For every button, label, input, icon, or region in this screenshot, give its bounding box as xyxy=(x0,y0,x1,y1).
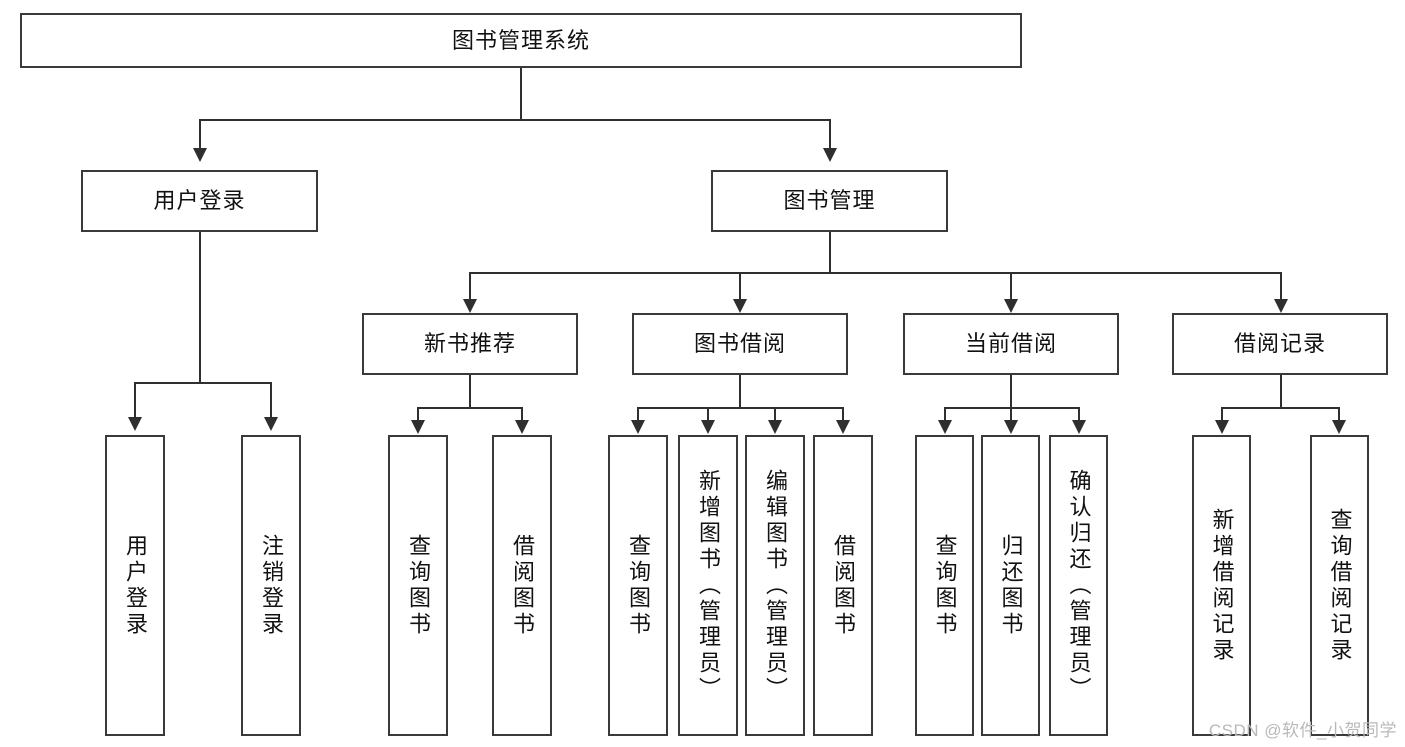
node-leaf-query-book-3[interactable]: 查询图书 xyxy=(915,435,974,736)
connector-bb-drop-2 xyxy=(707,407,709,421)
node-leaf-query-book-2[interactable]: 查询图书 xyxy=(608,435,668,736)
connector-bm-drop-3 xyxy=(1010,272,1012,300)
arrowhead-leaf-confirm-return xyxy=(1072,420,1086,434)
connector-cb-drop-2 xyxy=(1010,407,1012,421)
connector-nbr-drop-1 xyxy=(417,407,419,421)
node-leaf-user-login[interactable]: 用户登录 xyxy=(105,435,165,736)
arrowhead-leaf-borrow-book-1 xyxy=(515,420,529,434)
node-leaf-query-record[interactable]: 查询借阅记录 xyxy=(1310,435,1369,736)
connector-bm-drop-2 xyxy=(739,272,741,300)
node-leaf-user-login-label: 用户登录 xyxy=(122,533,148,638)
node-book-manage[interactable]: 图书管理 xyxy=(711,170,948,232)
node-new-book-rec[interactable]: 新书推荐 xyxy=(362,313,578,375)
connector-bb-drop-1 xyxy=(637,407,639,421)
connector-root-bar xyxy=(199,119,831,121)
connector-nbr-stem xyxy=(469,375,471,408)
connector-to-book-manage xyxy=(829,119,831,149)
node-leaf-confirm-return[interactable]: 确认归还（管理员） xyxy=(1049,435,1108,736)
node-leaf-user-logout[interactable]: 注销登录 xyxy=(241,435,301,736)
connector-cb-drop-1 xyxy=(944,407,946,421)
node-leaf-return-book[interactable]: 归还图书 xyxy=(981,435,1040,736)
node-book-borrow-label: 图书借阅 xyxy=(693,331,786,357)
node-leaf-add-book-label: 新增图书（管理员） xyxy=(695,468,721,703)
node-leaf-add-book[interactable]: 新增图书（管理员） xyxy=(678,435,738,736)
arrowhead-leaf-user-login xyxy=(128,417,142,431)
node-leaf-edit-book[interactable]: 编辑图书（管理员） xyxy=(745,435,805,736)
connector-user-login-stem xyxy=(199,232,201,383)
node-leaf-add-record-label: 新增借阅记录 xyxy=(1209,507,1235,664)
node-borrow-record-label: 借阅记录 xyxy=(1233,331,1326,357)
node-leaf-borrow-book-2-label: 借阅图书 xyxy=(830,533,856,638)
arrowhead-leaf-query-book-2 xyxy=(631,420,645,434)
connector-bb-drop-3 xyxy=(774,407,776,421)
connector-root-stem xyxy=(520,68,522,120)
node-leaf-return-book-label: 归还图书 xyxy=(998,533,1024,638)
connector-nbr-bar xyxy=(417,407,522,409)
node-leaf-query-book-1-label: 查询图书 xyxy=(405,533,431,638)
connector-book-manage-stem xyxy=(829,232,831,273)
node-leaf-borrow-book-2[interactable]: 借阅图书 xyxy=(813,435,873,736)
connector-nbr-drop-2 xyxy=(521,407,523,421)
arrowhead-book-manage xyxy=(823,148,837,162)
node-new-book-rec-label: 新书推荐 xyxy=(423,331,516,357)
arrowhead-new-book-rec xyxy=(463,299,477,313)
node-leaf-query-book-3-label: 查询图书 xyxy=(932,533,958,638)
connector-bb-stem xyxy=(739,375,741,408)
arrowhead-current-borrow xyxy=(1004,299,1018,313)
node-current-borrow-label: 当前借阅 xyxy=(964,331,1057,357)
arrowhead-leaf-add-book xyxy=(701,420,715,434)
connector-bm-drop-1 xyxy=(469,272,471,300)
node-root[interactable]: 图书管理系统 xyxy=(20,13,1022,68)
connector-br-bar xyxy=(1221,407,1339,409)
arrowhead-leaf-query-book-1 xyxy=(411,420,425,434)
node-leaf-query-book-2-label: 查询图书 xyxy=(625,533,651,638)
arrowhead-leaf-borrow-book-2 xyxy=(836,420,850,434)
connector-bb-bar xyxy=(637,407,843,409)
connector-user-login-drop-1 xyxy=(134,382,136,418)
node-user-login[interactable]: 用户登录 xyxy=(81,170,318,232)
connector-br-drop-2 xyxy=(1338,407,1340,421)
arrowhead-leaf-user-logout xyxy=(264,417,278,431)
connector-bm-drop-4 xyxy=(1280,272,1282,300)
arrowhead-leaf-query-book-3 xyxy=(938,420,952,434)
node-book-borrow[interactable]: 图书借阅 xyxy=(632,313,848,375)
node-leaf-borrow-book-1[interactable]: 借阅图书 xyxy=(492,435,552,736)
connector-to-user-login xyxy=(199,119,201,149)
node-current-borrow[interactable]: 当前借阅 xyxy=(903,313,1119,375)
node-book-manage-label: 图书管理 xyxy=(783,188,876,214)
arrowhead-user-login xyxy=(193,148,207,162)
connector-cb-stem xyxy=(1010,375,1012,408)
arrowhead-borrow-record xyxy=(1274,299,1288,313)
node-leaf-query-record-label: 查询借阅记录 xyxy=(1327,507,1353,664)
arrowhead-leaf-edit-book xyxy=(768,420,782,434)
connector-book-manage-bar xyxy=(469,272,1280,274)
node-leaf-add-record[interactable]: 新增借阅记录 xyxy=(1192,435,1251,736)
arrowhead-leaf-return-book xyxy=(1004,420,1018,434)
connector-user-login-drop-2 xyxy=(270,382,272,418)
arrowhead-book-borrow xyxy=(733,299,747,313)
node-leaf-confirm-return-label: 确认归还（管理员） xyxy=(1066,468,1092,703)
connector-br-stem xyxy=(1280,375,1282,408)
connector-user-login-bar xyxy=(134,382,271,384)
arrowhead-leaf-add-record xyxy=(1215,420,1229,434)
connector-cb-drop-3 xyxy=(1078,407,1080,421)
connector-bb-drop-4 xyxy=(842,407,844,421)
node-leaf-query-book-1[interactable]: 查询图书 xyxy=(388,435,448,736)
connector-br-drop-1 xyxy=(1221,407,1223,421)
node-leaf-edit-book-label: 编辑图书（管理员） xyxy=(762,468,788,703)
arrowhead-leaf-query-record xyxy=(1332,420,1346,434)
node-leaf-user-logout-label: 注销登录 xyxy=(258,533,284,638)
node-leaf-borrow-book-1-label: 借阅图书 xyxy=(509,533,535,638)
node-borrow-record[interactable]: 借阅记录 xyxy=(1172,313,1388,375)
csdn-watermark: CSDN @软件_小贺同学 xyxy=(1208,721,1397,740)
node-root-label: 图书管理系统 xyxy=(451,27,590,53)
node-user-login-label: 用户登录 xyxy=(153,188,246,214)
